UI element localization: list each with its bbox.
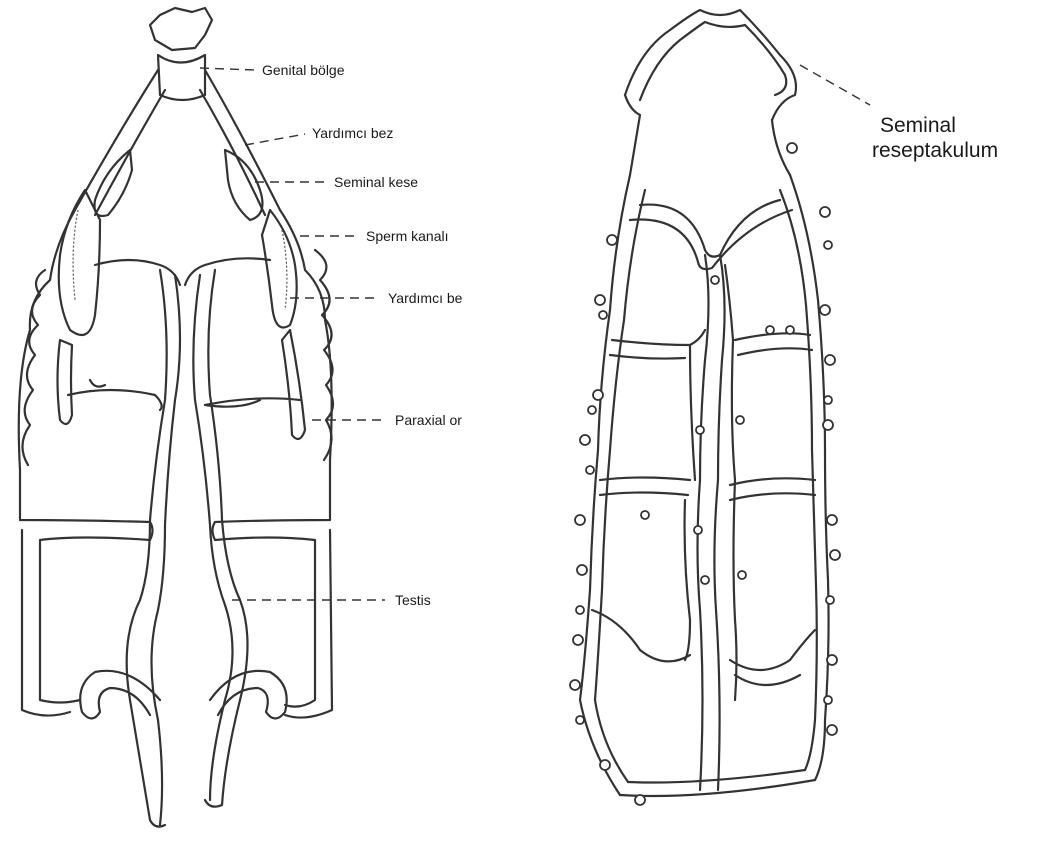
seminal-receptacle <box>625 10 796 120</box>
label-seminal-receptacle-1: Seminal <box>880 114 956 137</box>
leader-accessory1 <box>245 134 305 145</box>
left-body-outline <box>19 70 158 470</box>
label-testis: Testis <box>395 592 431 608</box>
male-reproductive-drawing <box>19 8 333 827</box>
paraxial-organ-left <box>22 270 45 465</box>
genital-tip <box>150 8 212 50</box>
label-sperm-duct: Sperm kanalı <box>366 228 448 244</box>
label-seminal-receptacle-2: reseptakulum <box>872 139 998 162</box>
label-genital: Genital bölge <box>262 62 345 78</box>
hook-left <box>80 671 160 719</box>
leader-seminal-receptacle <box>800 65 870 105</box>
accessory-gland-left <box>59 190 100 335</box>
female-outer-left <box>580 175 630 795</box>
leader-genital <box>200 68 255 70</box>
seminal-vesicle-right <box>225 150 262 220</box>
lower-chamber-right <box>213 460 331 707</box>
label-seminal-vesicle: Seminal kese <box>334 174 418 190</box>
label-accessory1: Yardımcı bez <box>312 125 393 141</box>
female-reproductive-drawing <box>570 10 840 805</box>
label-paraxial: Paraxial or <box>395 412 462 428</box>
label-accessory2: Yardımcı be <box>388 290 463 306</box>
lower-chamber-left <box>20 470 153 703</box>
